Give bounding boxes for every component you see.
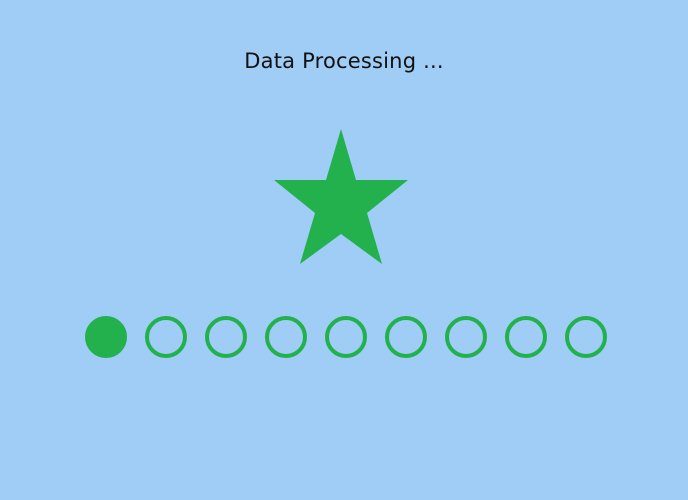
- progress-dots: [85, 316, 607, 360]
- progress-dot-empty: [385, 316, 427, 358]
- star-icon: [272, 127, 410, 267]
- progress-dot-filled: [85, 316, 127, 358]
- processing-status-title: Data Processing ...: [244, 49, 444, 73]
- progress-dot-empty: [325, 316, 367, 358]
- progress-dot-empty: [565, 316, 607, 358]
- progress-dot-empty: [205, 316, 247, 358]
- progress-dot-empty: [445, 316, 487, 358]
- progress-dot-empty: [145, 316, 187, 358]
- progress-dot-empty: [505, 316, 547, 358]
- star-shape: [274, 129, 408, 264]
- progress-dot-empty: [265, 316, 307, 358]
